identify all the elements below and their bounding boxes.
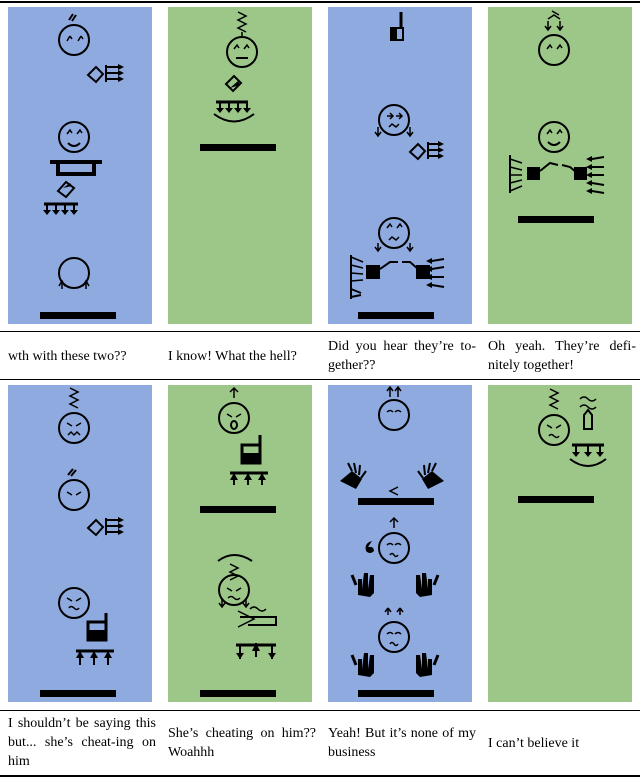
floor-line-icon (358, 312, 434, 319)
sign-drawing-r1c3 (350, 12, 445, 319)
sign-drawing-r2c1 (40, 387, 124, 697)
hands-together-icon (350, 255, 445, 299)
sign-panel-r2c3 (328, 385, 472, 702)
sign-drawing-r1c4 (509, 10, 605, 223)
caption-r1c4: Oh yeah. They’re defi-nitely together! (488, 339, 636, 373)
row2-caption-top-rule (0, 710, 640, 711)
row1-caption-top-rule (0, 331, 640, 332)
sign-panel-r2c1 (8, 385, 152, 702)
hand-gesture-icon (236, 606, 277, 659)
face-icon (378, 385, 410, 431)
contact-hand-icon (86, 64, 124, 84)
hand-up-icon (230, 435, 268, 485)
face-icon (218, 386, 250, 434)
sign-panel-r1c4 (488, 7, 632, 324)
face-icon (374, 217, 414, 253)
head-marker-icon (390, 12, 404, 41)
face-icon (58, 468, 90, 511)
caption-r1c2: I know! What the hell? (168, 348, 297, 364)
hand-up-icon (76, 613, 114, 665)
caption-r2c3: Yeah! But it’s none of my business (328, 726, 476, 760)
sign-panel-r2c2 (168, 385, 312, 702)
open-hand-icon (340, 462, 444, 489)
face-icon (58, 257, 90, 289)
face-icon (374, 104, 414, 138)
face-icon (378, 607, 410, 653)
caption-r2c2: She’s cheating on him?? Woahhh (168, 726, 316, 760)
caption-r1c1: wth with these two?? (8, 348, 127, 364)
row1-caption-bottom-rule (0, 379, 640, 380)
face-icon (58, 121, 90, 153)
sign-panel-r1c2 (168, 7, 312, 324)
hands-together-icon (509, 155, 605, 194)
face-icon (538, 121, 570, 153)
floor-line-icon (40, 690, 116, 697)
contact-hand-icon (408, 141, 444, 161)
caption-r2c1: I shouldn’t be saying this but... she’s … (8, 716, 156, 769)
floor-line-icon (200, 690, 276, 697)
sign-drawing-r1c1 (40, 13, 124, 319)
floor-line-icon (518, 496, 594, 503)
face-icon (58, 587, 90, 619)
face-icon (217, 554, 253, 609)
sign-drawing-r2c2 (200, 386, 277, 697)
floor-line-icon (358, 690, 434, 697)
caption-r1c3: Did you hear they’re to-gether?? (328, 339, 476, 373)
face-icon (58, 387, 90, 444)
sign-drawing-r2c3 (340, 385, 444, 697)
sign-panel-r2c4 (488, 385, 632, 702)
hand-down-icon (213, 74, 255, 123)
hands-together-icon (358, 486, 434, 505)
top-rule (0, 1, 640, 3)
floor-line-icon (518, 216, 594, 223)
contact-hand-icon (86, 517, 124, 537)
open-hand-icon (350, 653, 440, 677)
hand-down-icon (569, 396, 607, 467)
face-icon (365, 516, 410, 564)
sign-panel-r1c1 (8, 7, 152, 324)
bowl-icon (50, 160, 102, 176)
face-icon (226, 11, 258, 68)
caption-r2c4: I can’t believe it (488, 735, 580, 751)
floor-line-icon (200, 144, 276, 151)
sign-panel-r1c3 (328, 7, 472, 324)
face-icon (538, 388, 570, 446)
floor-line-icon (40, 312, 116, 319)
face-icon (538, 10, 570, 66)
hand-down-icon (43, 180, 78, 215)
sign-drawing-r2c4 (518, 388, 607, 503)
open-hand-icon (350, 573, 440, 597)
face-icon (58, 13, 90, 56)
floor-line-icon (200, 506, 276, 513)
bottom-rule (0, 775, 640, 777)
sign-drawing-r1c2 (200, 11, 276, 151)
